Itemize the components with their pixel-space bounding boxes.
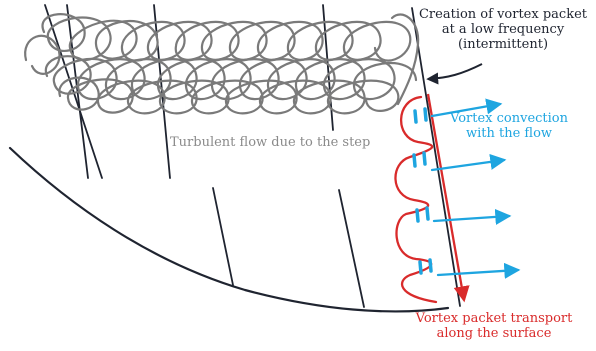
transport-label-line-1: Vortex packet transport (396, 312, 592, 327)
creation-label-line-2: at a low frequency (418, 23, 588, 38)
vortex-dashes (414, 109, 431, 273)
vortex-dash (427, 208, 428, 219)
creation-pointer (428, 64, 482, 79)
right-arrow-icon (438, 270, 518, 275)
turbulence-scribble (25, 14, 418, 113)
creation-label-line-3: (intermittent) (418, 38, 588, 53)
surface-outline (10, 148, 448, 311)
vortex-dash (417, 210, 418, 221)
vortex-dash (420, 262, 421, 273)
vortex-dash (424, 153, 425, 164)
creation-label: Creation of vortex packet at a low frequ… (418, 8, 588, 53)
transport-label-line-2: along the surface (396, 327, 592, 342)
vortex-dash (425, 109, 426, 120)
structure-line-1 (45, 5, 102, 178)
creation-label-line-1: Creation of vortex packet (418, 8, 588, 23)
vortex-dash (414, 155, 415, 166)
right-arrow-icon (432, 160, 504, 170)
structure-line-4 (213, 188, 233, 285)
convection-label: Vortex convection with the flow (434, 112, 584, 142)
vortex-dash (430, 260, 431, 271)
convection-label-line-2: with the flow (434, 127, 584, 142)
structure-line-6 (339, 190, 364, 307)
turbulent-label: Turbulent flow due to the step (170, 136, 370, 151)
convection-label-line-1: Vortex convection (434, 112, 584, 127)
vortex-dash (415, 111, 416, 122)
transport-label: Vortex packet transport along the surfac… (396, 312, 592, 342)
